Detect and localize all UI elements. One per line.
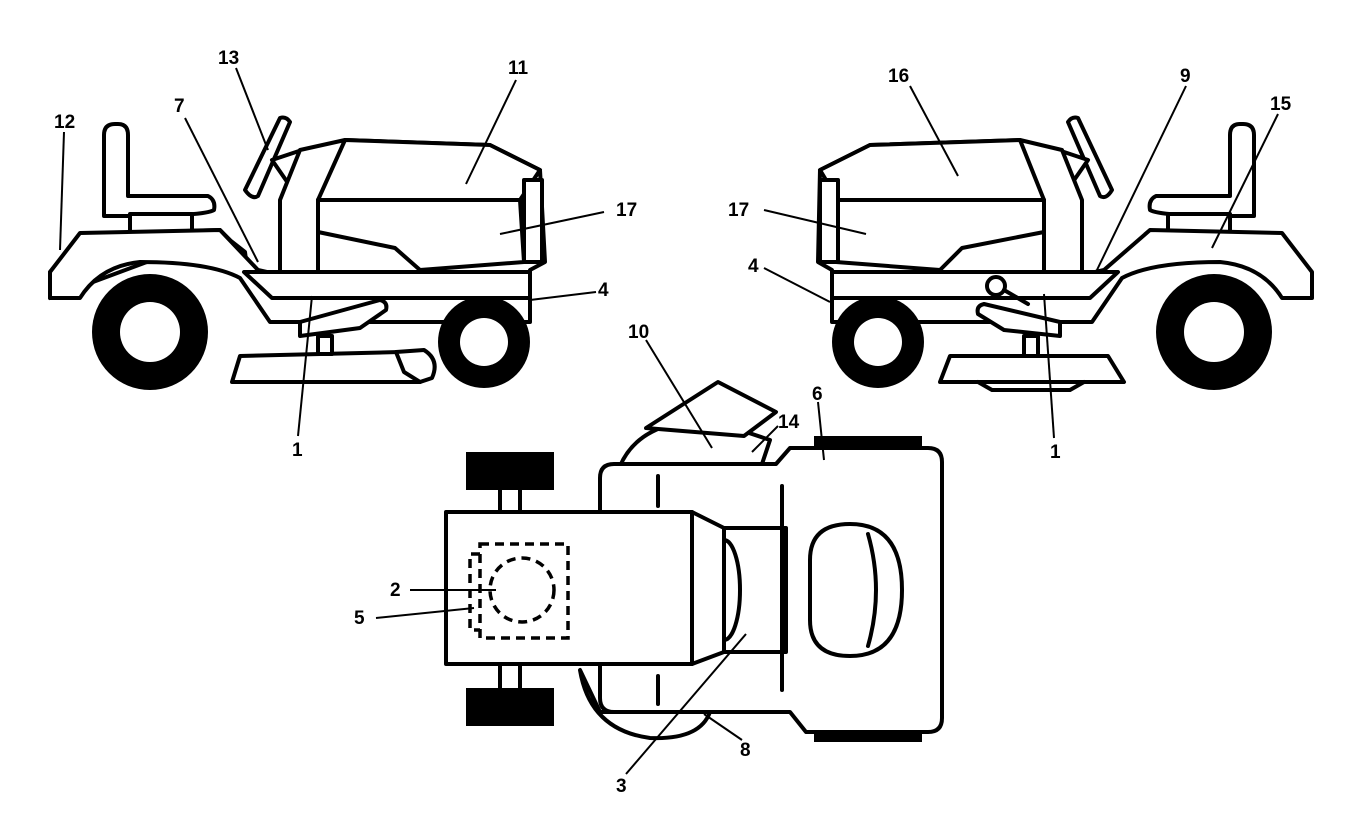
leader-14	[751, 425, 779, 453]
leader-10	[645, 339, 713, 449]
leader-4L	[529, 291, 597, 301]
leader-6	[817, 401, 825, 461]
right-mower-deck	[938, 354, 1126, 384]
top-seat-back	[866, 532, 878, 648]
leader-17R	[763, 209, 867, 235]
callout-3: 3	[616, 776, 627, 797]
leader-13	[235, 67, 269, 151]
leader-7	[184, 117, 259, 263]
left-steering-wheel	[243, 115, 292, 200]
callout-7: 7	[174, 96, 185, 117]
top-front-wheel-upper	[466, 452, 554, 490]
right-pedal	[975, 302, 1062, 338]
top-discharge-chute	[644, 380, 778, 438]
right-steering-wheel	[1066, 115, 1114, 200]
top-seat	[808, 522, 904, 658]
callout-15: 15	[1270, 94, 1292, 115]
right-front-hub	[854, 318, 902, 366]
left-deck-hanger	[316, 334, 334, 356]
right-lever-knob	[985, 275, 1007, 297]
left-rear-hub	[120, 302, 180, 362]
callout-16: 16	[888, 66, 909, 87]
leader-lines	[59, 67, 1279, 775]
callout-10: 10	[628, 322, 649, 343]
top-engine-filter	[488, 556, 556, 624]
tractor-right-side-view	[816, 115, 1314, 392]
callout-13: 13	[218, 48, 239, 69]
right-hood	[818, 138, 1046, 202]
callout-4-left: 4	[598, 280, 609, 301]
leader-3	[625, 633, 747, 775]
leader-4R	[763, 267, 831, 303]
callout-12: 12	[54, 112, 75, 133]
right-lever	[1002, 288, 1030, 306]
callout-5: 5	[354, 608, 365, 629]
callout-14: 14	[778, 412, 800, 433]
callout-4-right: 4	[748, 256, 759, 277]
right-seat-back	[1147, 122, 1256, 218]
left-grille	[522, 178, 544, 264]
right-deck-edge	[976, 380, 1086, 392]
top-front-wheel-lower	[466, 688, 554, 726]
callout-1-left: 1	[292, 440, 303, 461]
left-frame	[242, 270, 532, 300]
leader-17L	[499, 211, 605, 235]
left-pedal	[298, 298, 389, 338]
tractor-top-view	[444, 380, 944, 742]
callout-17-right: 17	[728, 200, 749, 221]
tractor-left-side-view	[48, 115, 547, 390]
top-engine-bracket	[468, 552, 480, 632]
leader-8	[703, 713, 743, 741]
top-deck-lower	[578, 668, 712, 741]
right-deck-hanger	[1022, 334, 1040, 358]
left-mower-deck	[230, 350, 422, 384]
leader-5	[375, 607, 475, 619]
right-grille	[818, 178, 840, 264]
top-hood	[444, 510, 726, 666]
leader-1R	[1043, 293, 1055, 439]
left-seat-back	[102, 122, 217, 218]
leader-1L	[297, 295, 313, 437]
right-frame	[830, 270, 1120, 300]
leader-15	[1211, 113, 1279, 249]
callout-6: 6	[812, 384, 823, 405]
left-discharge-chute	[394, 348, 437, 384]
right-rear-hub	[1184, 302, 1244, 362]
leader-9	[1095, 85, 1187, 273]
callout-17-left: 17	[616, 200, 637, 221]
callout-2: 2	[390, 580, 401, 601]
left-hood	[316, 138, 542, 202]
leader-12	[59, 131, 65, 251]
callout-8: 8	[740, 740, 751, 761]
leader-11	[465, 79, 517, 185]
callout-9: 9	[1180, 66, 1191, 87]
callout-labels: 13 12 7 11 17 4 1 16 9 15 17 4 1 10 14 6…	[54, 48, 1292, 797]
callout-11: 11	[508, 58, 529, 79]
callout-1-right: 1	[1050, 442, 1061, 463]
left-front-hub	[460, 318, 508, 366]
leader-16	[909, 85, 959, 177]
top-front-axle-lower	[498, 662, 522, 692]
